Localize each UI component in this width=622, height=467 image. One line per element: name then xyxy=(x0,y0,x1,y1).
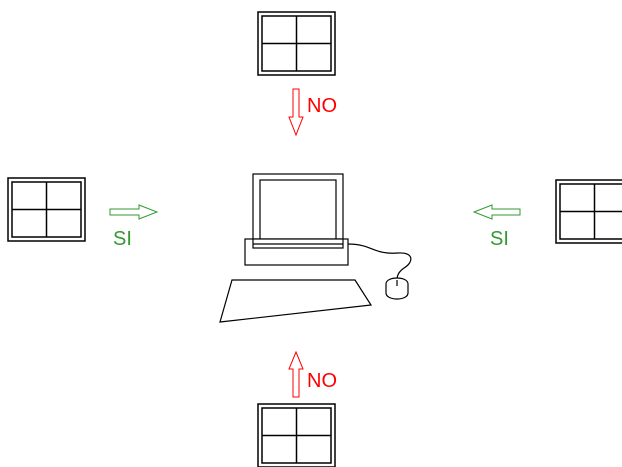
window-left xyxy=(7,177,86,242)
monitor xyxy=(252,173,344,249)
arrow-bottom-up xyxy=(288,350,304,398)
arrow-left-right xyxy=(109,204,159,220)
window-bottom xyxy=(257,403,336,467)
computer-icon xyxy=(219,173,412,323)
label-right-si: SI xyxy=(490,228,509,250)
mouse-cable xyxy=(347,243,412,281)
keyboard xyxy=(219,279,373,323)
label-bottom-no: NO xyxy=(307,370,337,392)
mouse xyxy=(385,277,409,300)
label-left-si: SI xyxy=(113,228,132,250)
window-top xyxy=(257,11,336,76)
arrow-top-down xyxy=(288,88,304,137)
label-top-no: NO xyxy=(307,95,337,117)
window-right xyxy=(555,179,622,244)
arrow-right-left xyxy=(472,204,521,220)
